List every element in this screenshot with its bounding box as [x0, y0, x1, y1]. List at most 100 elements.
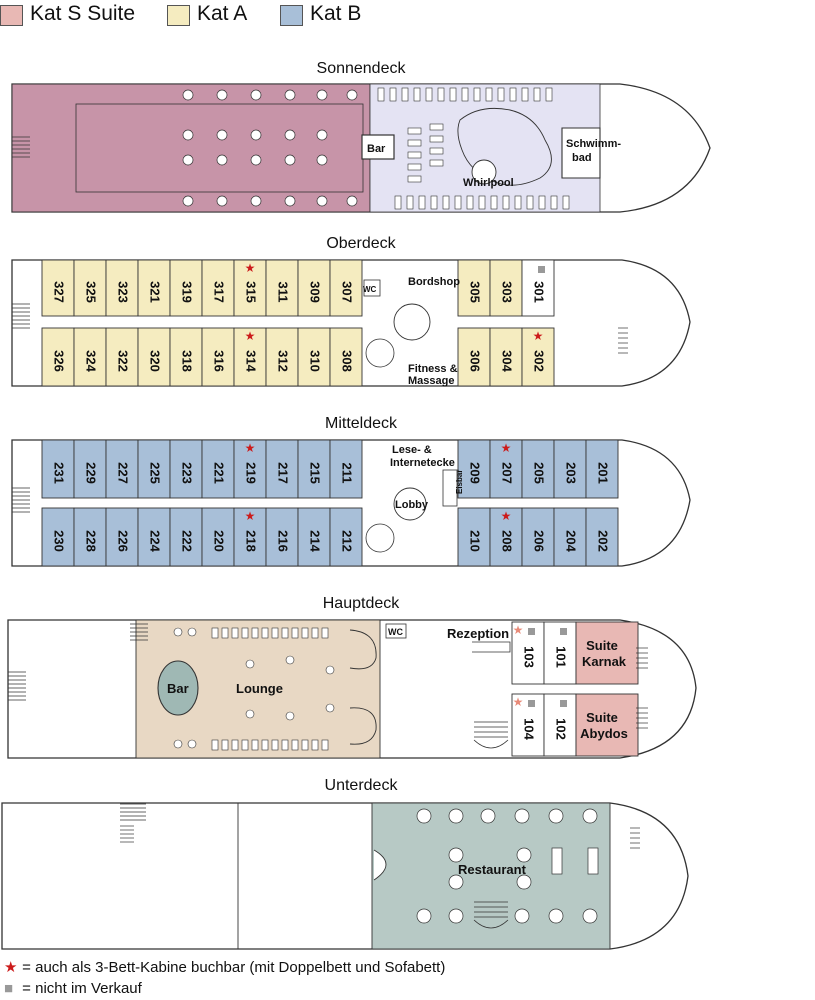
whirlpool	[471, 159, 497, 185]
cabin-box	[585, 507, 619, 567]
bordshop-label: Bordshop	[408, 276, 460, 288]
restaurant-tables	[416, 808, 599, 924]
legend-swatch-kat-a	[167, 5, 190, 26]
cabin-102[interactable]: 102	[543, 693, 577, 757]
cabin-231[interactable]: 231	[41, 439, 75, 499]
cabin-305[interactable]: 305	[457, 259, 491, 317]
cabin-319[interactable]: 319	[169, 259, 203, 317]
star-icon: ★	[501, 441, 512, 455]
cabin-227[interactable]: 227	[105, 439, 139, 499]
cabin-box	[489, 259, 523, 317]
cabin-217[interactable]: 217	[265, 439, 299, 499]
cabin-207[interactable]: 207★	[489, 439, 523, 499]
cabin-314[interactable]: 314★	[233, 327, 267, 387]
unterdeck-deck: Restaurant	[1, 802, 689, 950]
cabin-number: 303	[500, 281, 515, 303]
cabin-number: 231	[52, 462, 67, 484]
cabin-103[interactable]: 103★	[511, 621, 545, 685]
cabin-223[interactable]: 223	[169, 439, 203, 499]
cabin-box	[201, 507, 235, 567]
cabin-214[interactable]: 214	[297, 507, 331, 567]
cabin-box	[329, 259, 363, 317]
cabin-324[interactable]: 324	[73, 327, 107, 387]
cabin-226[interactable]: 226	[105, 507, 139, 567]
cabin-box	[585, 439, 619, 499]
cabin-308[interactable]: 308	[329, 327, 363, 387]
cabin-box	[105, 439, 139, 499]
cabin-210[interactable]: 210	[457, 507, 491, 567]
cabin-325[interactable]: 325	[73, 259, 107, 317]
cabin-221[interactable]: 221	[201, 439, 235, 499]
cabin-301[interactable]: 301	[521, 259, 555, 317]
cabin-310[interactable]: 310	[297, 327, 331, 387]
cabin-318[interactable]: 318	[169, 327, 203, 387]
cabin-211[interactable]: 211	[329, 439, 363, 499]
cabin-317[interactable]: 317	[201, 259, 235, 317]
cabin-224[interactable]: 224	[137, 507, 171, 567]
cabin-208[interactable]: 208★	[489, 507, 523, 567]
cabin-321[interactable]: 321	[137, 259, 171, 317]
cabin-101[interactable]: 101	[543, 621, 577, 685]
whirlpool-label: Whirlpool	[463, 177, 514, 189]
lobby-label: Lobby	[395, 499, 429, 511]
hauptdeck-fwd-stairs	[636, 647, 648, 729]
cabin-box	[201, 327, 235, 387]
cabin-323[interactable]: 323	[105, 259, 139, 317]
cabin-number: 208	[500, 530, 515, 552]
cabin-box	[233, 327, 267, 387]
cabin-315[interactable]: 315★	[233, 259, 267, 317]
cabin-228[interactable]: 228	[73, 507, 107, 567]
cabin-number: 205	[532, 462, 547, 484]
cabin-number: 209	[468, 462, 483, 484]
cabin-box	[489, 327, 523, 387]
cabin-212[interactable]: 212	[329, 507, 363, 567]
cabin-327[interactable]: 327	[41, 259, 75, 317]
square-icon	[538, 266, 545, 273]
cabin-303[interactable]: 303	[489, 259, 523, 317]
cabin-202[interactable]: 202	[585, 507, 619, 567]
cabin-209[interactable]: 209	[457, 439, 491, 499]
cabin-307[interactable]: 307	[329, 259, 363, 317]
cabin-322[interactable]: 322	[105, 327, 139, 387]
cabin-312[interactable]: 312	[265, 327, 299, 387]
cabin-215[interactable]: 215	[297, 439, 331, 499]
deck-title-mitteldeck: Mitteldeck	[324, 415, 398, 432]
cabin-320[interactable]: 320	[137, 327, 171, 387]
cabin-218[interactable]: 218★	[233, 507, 267, 567]
cabin-206[interactable]: 206	[521, 507, 555, 567]
cabin-box	[41, 327, 75, 387]
cabin-220[interactable]: 220	[201, 507, 235, 567]
restaurant-half-round	[373, 849, 387, 881]
cabin-number: 223	[180, 462, 195, 484]
cabin-225[interactable]: 225	[137, 439, 171, 499]
cabin-311[interactable]: 311	[265, 259, 299, 317]
cabin-number: 326	[52, 350, 67, 372]
cabin-230[interactable]: 230	[41, 507, 75, 567]
cabin-203[interactable]: 203	[553, 439, 587, 499]
cabin-205[interactable]: 205	[521, 439, 555, 499]
cabin-201[interactable]: 201	[585, 439, 619, 499]
cabin-219[interactable]: 219★	[233, 439, 267, 499]
cabin-316[interactable]: 316	[201, 327, 235, 387]
sonnendeck-tables	[182, 89, 358, 207]
footnote-text: = nicht im Verkauf	[22, 980, 142, 997]
cabin-104[interactable]: 104★	[511, 693, 545, 757]
cabin-304[interactable]: 304	[489, 327, 523, 387]
cabin-box	[521, 439, 555, 499]
cabin-204[interactable]: 204	[553, 507, 587, 567]
hauptdeck-wc-label: WC	[388, 627, 403, 637]
cabin-number: 306	[468, 350, 483, 372]
lounge-bar	[157, 660, 199, 716]
cabin-number: 324	[84, 350, 99, 372]
cabin-222[interactable]: 222	[169, 507, 203, 567]
cabin-306[interactable]: 306	[457, 327, 491, 387]
lounge-sofa-top	[349, 629, 377, 670]
hauptdeck-inner-stairs	[130, 623, 148, 641]
cabin-229[interactable]: 229	[73, 439, 107, 499]
cabin-302[interactable]: 302★	[521, 327, 555, 387]
cabin-216[interactable]: 216	[265, 507, 299, 567]
cabin-309[interactable]: 309	[297, 259, 331, 317]
cabin-326[interactable]: 326	[41, 327, 75, 387]
